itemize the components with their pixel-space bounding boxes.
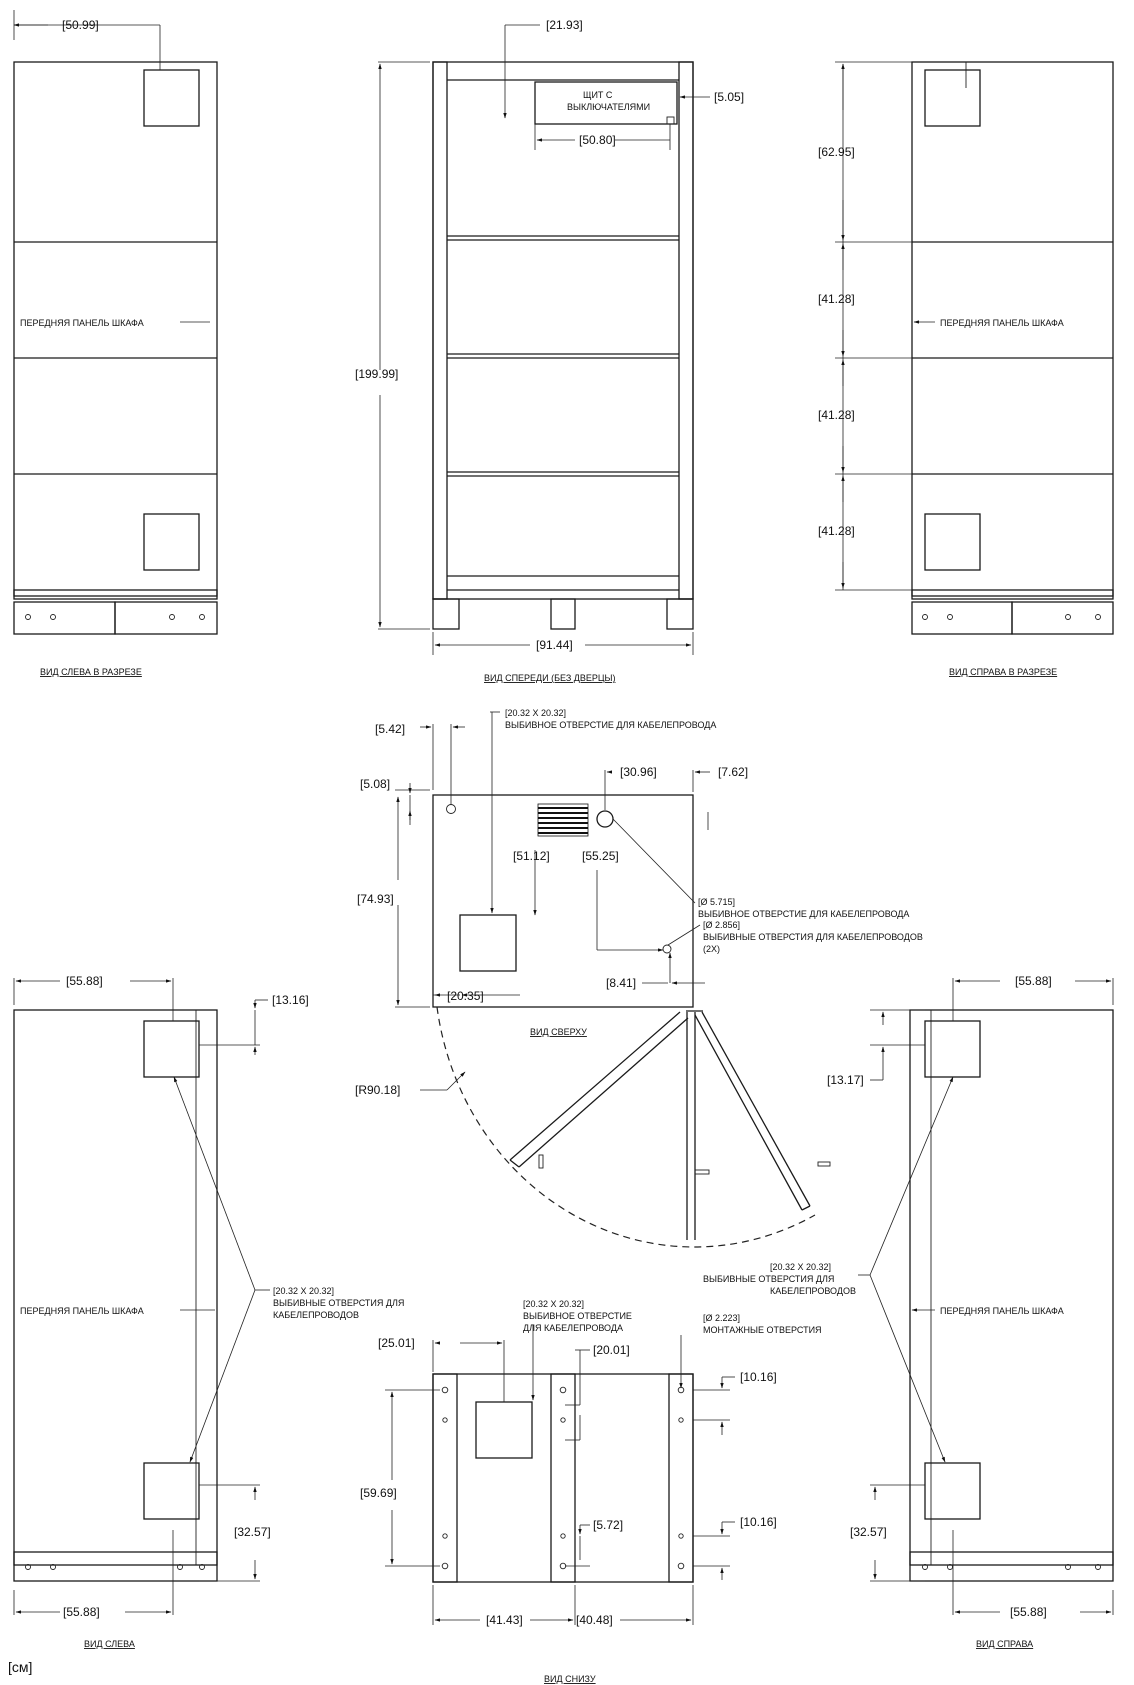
right-view — [858, 978, 1114, 1615]
dim-top-74-93: [74.93] — [357, 892, 394, 906]
dim-bottom-10-16-b: [10.16] — [740, 1515, 777, 1529]
hole-5715-desc: ВЫБИВНОЕ ОТВЕРСТИЕ ДЛЯ КАБЕЛЕПРОВОДА — [698, 909, 909, 919]
bottom-view — [385, 1325, 735, 1625]
bottom-view-title: ВИД СНИЗУ — [544, 1674, 596, 1684]
hole-2856-qty: (2X) — [703, 944, 720, 954]
right-front-panel-label: ПЕРЕДНЯЯ ПАНЕЛЬ ШКАФА — [940, 1306, 1064, 1316]
dim-left-55-88-top: [55.88] — [66, 974, 103, 988]
bottom-knockout-desc-1: ВЫБИВНОЕ ОТВЕРСТИЕ — [523, 1311, 632, 1321]
units-label: [см] — [8, 1659, 32, 1675]
vent-grille — [537, 803, 589, 837]
left-section-view — [13, 10, 218, 635]
right-knockouts-desc-2: КАБЕЛЕПРОВОДОВ — [770, 1286, 856, 1296]
dim-top-20-35: [20.35] — [447, 989, 484, 1003]
door-open-outline — [509, 1010, 831, 1240]
dim-top-55-25: [55.25] — [582, 849, 619, 863]
dim-bottom-25-01: [25.01] — [378, 1336, 415, 1350]
mounting-holes-size: [Ø 2.223] — [703, 1313, 740, 1323]
right-section-front-panel-label: ПЕРЕДНЯЯ ПАНЕЛЬ ШКАФА — [940, 318, 1064, 328]
bottom-knockout-desc-2: ДЛЯ КАБЕЛЕПРОВОДА — [523, 1323, 623, 1333]
dim-right-13-17: [13.17] — [827, 1073, 864, 1087]
breaker-panel-label-line2: ВЫКЛЮЧАТЕЛЯМИ — [567, 102, 650, 112]
right-section-view — [835, 61, 1114, 635]
dim-right-32-57: [32.57] — [850, 1525, 887, 1539]
dim-right-section-41-28-b: [41.28] — [818, 408, 855, 422]
dim-front-21-93: [21.93] — [546, 18, 583, 32]
dim-left-13-16: [13.16] — [272, 993, 309, 1007]
dim-right-section-41-28-a: [41.28] — [818, 292, 855, 306]
right-knockouts-size: [20.32 X 20.32] — [770, 1262, 831, 1272]
dim-left-32-57: [32.57] — [234, 1525, 271, 1539]
left-section-front-panel-label: ПЕРЕДНЯЯ ПАНЕЛЬ ШКАФА — [20, 318, 144, 328]
breaker-panel-label-line1: ЩИТ С — [583, 90, 613, 100]
dim-top-5-08: [5.08] — [360, 777, 390, 791]
dim-door-radius: [R90.18] — [355, 1083, 400, 1097]
left-knockouts-desc-1: ВЫБИВНЫЕ ОТВЕРСТИЯ ДЛЯ — [273, 1298, 404, 1308]
hole-5715-size: [Ø 5.715] — [698, 897, 735, 907]
hole-2856-desc: ВЫБИВНЫЕ ОТВЕРСТИЯ ДЛЯ КАБЕЛЕПРОВОДОВ — [703, 932, 923, 942]
left-knockouts-desc-2: КАБЕЛЕПРОВОДОВ — [273, 1310, 359, 1320]
dim-front-height: [199.99] — [355, 367, 398, 381]
dim-right-55-88-bottom: [55.88] — [1010, 1605, 1047, 1619]
dim-front-5-05: [5.05] — [714, 90, 744, 104]
dim-top-30-96: [30.96] — [620, 765, 657, 779]
dim-bottom-59-69: [59.69] — [360, 1486, 397, 1500]
right-section-view-title: ВИД СПРАВА В РАЗРЕЗЕ — [949, 667, 1057, 677]
top-knockout-size: [20.32 X 20.32] — [505, 708, 566, 718]
front-view-title: ВИД СПЕРЕДИ (БЕЗ ДВЕРЦЫ) — [484, 673, 615, 683]
dim-bottom-40-48: [40.48] — [576, 1613, 613, 1627]
dim-bottom-20-01: [20.01] — [593, 1343, 630, 1357]
left-view — [13, 978, 270, 1615]
dim-right-55-88-top: [55.88] — [1015, 974, 1052, 988]
front-view — [378, 24, 710, 655]
right-knockouts-desc-1: ВЫБИВНЫЕ ОТВЕРСТИЯ ДЛЯ — [703, 1274, 834, 1284]
mounting-holes-desc: МОНТАЖНЫЕ ОТВЕРСТИЯ — [703, 1325, 822, 1335]
left-front-panel-label: ПЕРЕДНЯЯ ПАНЕЛЬ ШКАФА — [20, 1306, 144, 1316]
top-view — [395, 711, 831, 1248]
top-knockout-desc: ВЫБИВНОЕ ОТВЕРСТИЕ ДЛЯ КАБЕЛЕПРОВОДА — [505, 720, 716, 730]
top-view-title: ВИД СВЕРХУ — [530, 1027, 587, 1037]
dim-left-section-top: [50.99] — [62, 18, 99, 32]
dim-left-55-88-bottom: [55.88] — [63, 1605, 100, 1619]
dim-bottom-10-16-a: [10.16] — [740, 1370, 777, 1384]
dim-top-8-41: [8.41] — [606, 976, 636, 990]
left-section-view-title: ВИД СЛЕВА В РАЗРЕЗЕ — [40, 667, 142, 677]
dim-bottom-41-43: [41.43] — [486, 1613, 523, 1627]
dim-front-50-80: [50.80] — [579, 133, 616, 147]
dim-right-section-41-28-c: [41.28] — [818, 524, 855, 538]
dim-right-section-62-95: [62.95] — [818, 145, 855, 159]
left-view-title: ВИД СЛЕВА — [84, 1639, 135, 1649]
right-view-title: ВИД СПРАВА — [976, 1639, 1033, 1649]
left-knockouts-size: [20.32 X 20.32] — [273, 1286, 334, 1296]
hole-2856-size: [Ø 2.856] — [703, 920, 740, 930]
dim-top-5-42: [5.42] — [375, 722, 405, 736]
dim-top-7-62: [7.62] — [718, 765, 748, 779]
dim-bottom-5-72: [5.72] — [593, 1518, 623, 1532]
bottom-knockout-size: [20.32 X 20.32] — [523, 1299, 584, 1309]
dim-front-width: [91.44] — [536, 638, 573, 652]
dim-top-51-12: [51.12] — [513, 849, 550, 863]
